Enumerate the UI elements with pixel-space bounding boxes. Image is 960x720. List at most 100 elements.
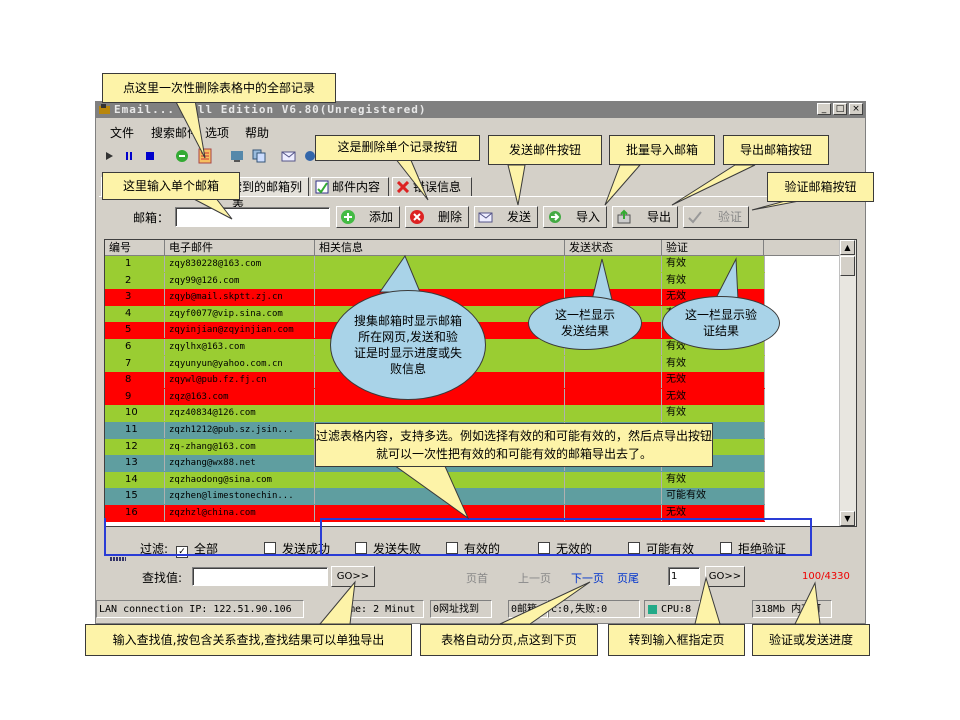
table-cell xyxy=(315,505,565,521)
table-cell: zq-zhang@163.com xyxy=(165,438,315,455)
callout-clear-all: 点这里一次性删除表格中的全部记录 xyxy=(102,73,336,103)
scroll-down-button[interactable]: ▼ xyxy=(840,511,855,526)
menu-search[interactable]: 搜索邮件 xyxy=(151,126,200,140)
network-icon[interactable] xyxy=(229,148,245,164)
table-cell xyxy=(565,471,662,488)
filter-invalid-checkbox[interactable]: 无效的 xyxy=(538,540,592,557)
table-cell xyxy=(662,438,765,455)
callout-verify: 验证邮箱按钮 xyxy=(767,172,874,202)
filter-valid-checkbox[interactable]: 有效的 xyxy=(446,540,500,557)
table-cell xyxy=(315,471,565,488)
mail-send-icon[interactable] xyxy=(281,148,297,164)
add-icon xyxy=(341,210,355,224)
maximize-button[interactable]: □ xyxy=(833,103,847,115)
table-cell: zqyunyun@yahoo.com.cn xyxy=(165,355,315,372)
first-page-link[interactable]: 页首 xyxy=(466,572,488,585)
table-cell xyxy=(315,405,565,422)
callout-filter: 过滤表格内容，支持多选。例如选择有效的和可能有效的，然后点导出按钮就可以一次性把… xyxy=(315,423,713,467)
table-cell: 无效 xyxy=(662,388,765,405)
table-cell xyxy=(565,322,662,339)
copy-icon[interactable] xyxy=(251,148,267,164)
prev-page-link[interactable]: 上一页 xyxy=(518,572,551,585)
callout-progress: 验证或发送进度 xyxy=(752,624,870,656)
table-cell: 有效 xyxy=(662,256,765,272)
settings-icon[interactable] xyxy=(302,148,318,164)
filter-maybe-valid-checkbox[interactable]: 可能有效 xyxy=(628,540,694,557)
refresh-icon[interactable] xyxy=(174,148,190,164)
delete-button[interactable]: 删除 xyxy=(405,206,469,228)
menu-help[interactable]: 帮助 xyxy=(245,126,270,140)
status-connection: LAN connection IP: 122.51.90.106 xyxy=(96,600,304,618)
table-cell: zqz@163.com xyxy=(165,388,315,405)
table-cell: 14 xyxy=(105,471,165,488)
table-cell: 无效 xyxy=(662,505,765,521)
col-email[interactable]: 电子邮件 xyxy=(165,240,315,255)
last-page-link[interactable]: 页尾 xyxy=(617,572,639,585)
col-send-status[interactable]: 发送状态 xyxy=(565,240,662,255)
col-id[interactable]: 编号 xyxy=(105,240,165,255)
vertical-scrollbar[interactable]: ▲ ▼ xyxy=(839,240,856,526)
tab-mail-content[interactable]: 邮件内容 xyxy=(311,177,389,196)
tab-error-info[interactable]: 错误信息 xyxy=(392,177,472,196)
menu-options[interactable]: 选项 xyxy=(205,126,230,140)
table-cell xyxy=(315,256,565,272)
pause-icon[interactable] xyxy=(121,148,137,164)
table-cell: zqzhzl@china.com xyxy=(165,505,315,521)
verify-button[interactable]: 验证 xyxy=(683,206,749,228)
filter-highlight-frame xyxy=(320,518,812,556)
table-cell: 1 xyxy=(105,256,165,272)
export-icon xyxy=(617,209,631,224)
export-button[interactable]: 导出 xyxy=(612,206,678,228)
col-verify[interactable]: 验证 xyxy=(662,240,764,255)
stop-icon[interactable] xyxy=(142,148,158,164)
add-button[interactable]: 添加 xyxy=(336,206,400,228)
send-button[interactable]: 发送 xyxy=(474,206,538,228)
app-icon xyxy=(99,104,110,114)
table-cell xyxy=(565,339,662,355)
callout-export: 导出邮箱按钮 xyxy=(723,135,829,165)
table-cell: zqzhang@wx88.net xyxy=(165,455,315,472)
next-page-link[interactable]: 下一页 xyxy=(571,572,604,585)
table-cell: 有效 xyxy=(662,471,765,488)
minimize-button[interactable]: _ xyxy=(817,103,831,115)
verify-icon xyxy=(688,211,702,224)
play-icon[interactable] xyxy=(102,148,118,164)
scroll-up-button[interactable]: ▲ xyxy=(840,240,855,255)
close-button[interactable]: × xyxy=(849,103,863,115)
email-input[interactable] xyxy=(175,207,330,227)
status-memory: 318Mb 内存可 xyxy=(752,600,832,618)
table-cell: 5 xyxy=(105,322,165,339)
menu-file[interactable]: 文件 xyxy=(110,126,135,140)
table-cell: 有效 xyxy=(662,339,765,355)
search-input[interactable] xyxy=(192,567,328,586)
table-cell: zqy99@126.com xyxy=(165,272,315,289)
table-cell: 13 xyxy=(105,455,165,472)
table-cell xyxy=(565,388,662,405)
table-cell: 有效 xyxy=(662,272,765,289)
table-cell: 无效 xyxy=(662,289,765,306)
filter-send-fail-checkbox[interactable]: 发送失败 xyxy=(355,540,421,557)
table-cell: zqywl@pub.fz.fj.cn xyxy=(165,372,315,389)
search-label: 查找值: xyxy=(142,571,183,585)
scroll-thumb[interactable] xyxy=(840,256,855,276)
filter-reject-checkbox[interactable]: 拒绝验证 xyxy=(720,540,786,557)
table-cell: zqyf0077@vip.sina.com xyxy=(165,305,315,322)
table-cell xyxy=(565,505,662,521)
filter-send-success-checkbox[interactable]: 发送成功 xyxy=(264,540,330,557)
import-button[interactable]: 导入 xyxy=(543,206,607,228)
table-cell: zqyb@mail.skptt.zj.cn xyxy=(165,289,315,306)
delete-icon xyxy=(410,210,424,224)
page-go-button[interactable]: GO>> xyxy=(705,566,745,587)
callout-goto-page: 转到输入框指定页 xyxy=(608,624,745,656)
page-input[interactable]: 1 xyxy=(668,567,700,586)
table-cell: zqzhen@limestonechin... xyxy=(165,488,315,505)
filter-highlight-frame-left xyxy=(104,518,320,556)
col-info[interactable]: 相关信息 xyxy=(315,240,565,255)
table-cell: zqzh1212@pub.sz.jsin... xyxy=(165,422,315,438)
table-cell xyxy=(315,488,565,505)
table-cell: 2 xyxy=(105,272,165,289)
